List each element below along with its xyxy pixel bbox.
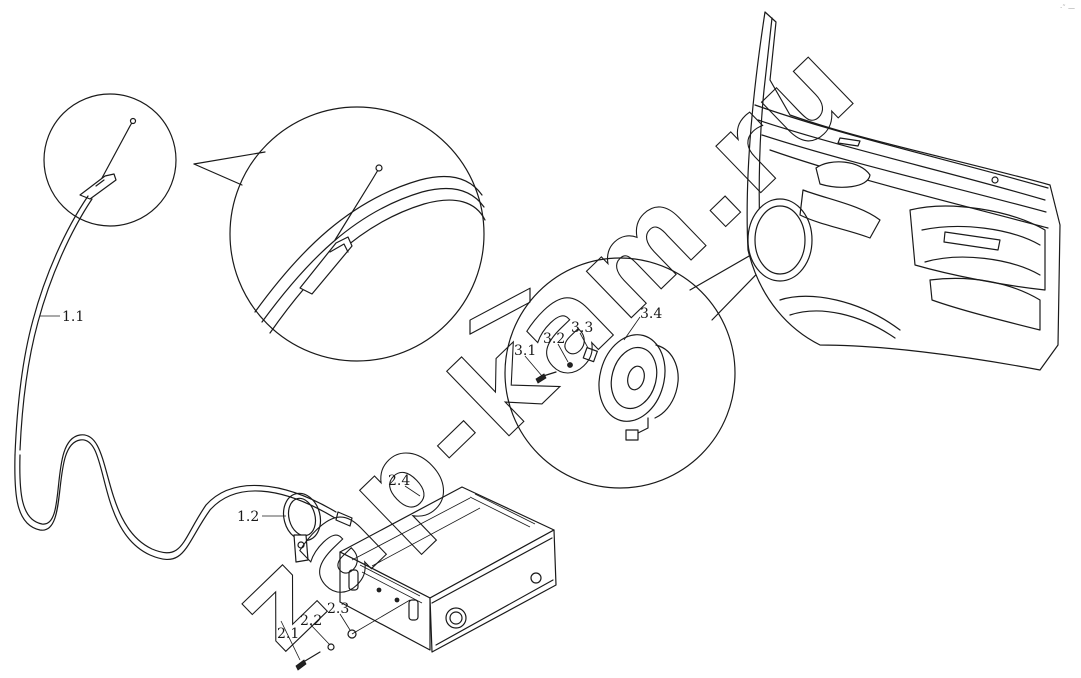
antenna-cable xyxy=(14,195,337,560)
corner-mark: ·˜ — xyxy=(1060,4,1075,12)
callout-2-2: 2.2 xyxy=(300,613,322,629)
callout-3-1: 3.1 xyxy=(514,343,536,359)
antenna-base-detail-small xyxy=(43,93,177,227)
mounting-fasteners xyxy=(295,599,411,671)
speaker-detail xyxy=(504,243,779,489)
callout-2-3: 2.3 xyxy=(327,601,349,617)
door-trim-panel xyxy=(746,11,1061,371)
callout-1-1: 1.1 xyxy=(62,309,84,325)
radio-head-unit xyxy=(339,287,557,653)
callout-3-3: 3.3 xyxy=(571,320,593,336)
antenna-base-detail-large xyxy=(193,106,486,362)
callout-1-2: 1.2 xyxy=(237,509,259,525)
callout-2-4: 2.4 xyxy=(388,473,410,489)
cable-clamp xyxy=(282,492,353,563)
callout-3-2: 3.2 xyxy=(543,331,565,347)
leader-lines xyxy=(40,315,641,661)
callout-3-4: 3.4 xyxy=(640,306,662,322)
callout-labels: 1.1 1.2 2.1 2.2 2.3 2.4 3.1 3.2 3.3 3.4 xyxy=(62,306,662,642)
callout-2-1: 2.1 xyxy=(277,626,299,642)
